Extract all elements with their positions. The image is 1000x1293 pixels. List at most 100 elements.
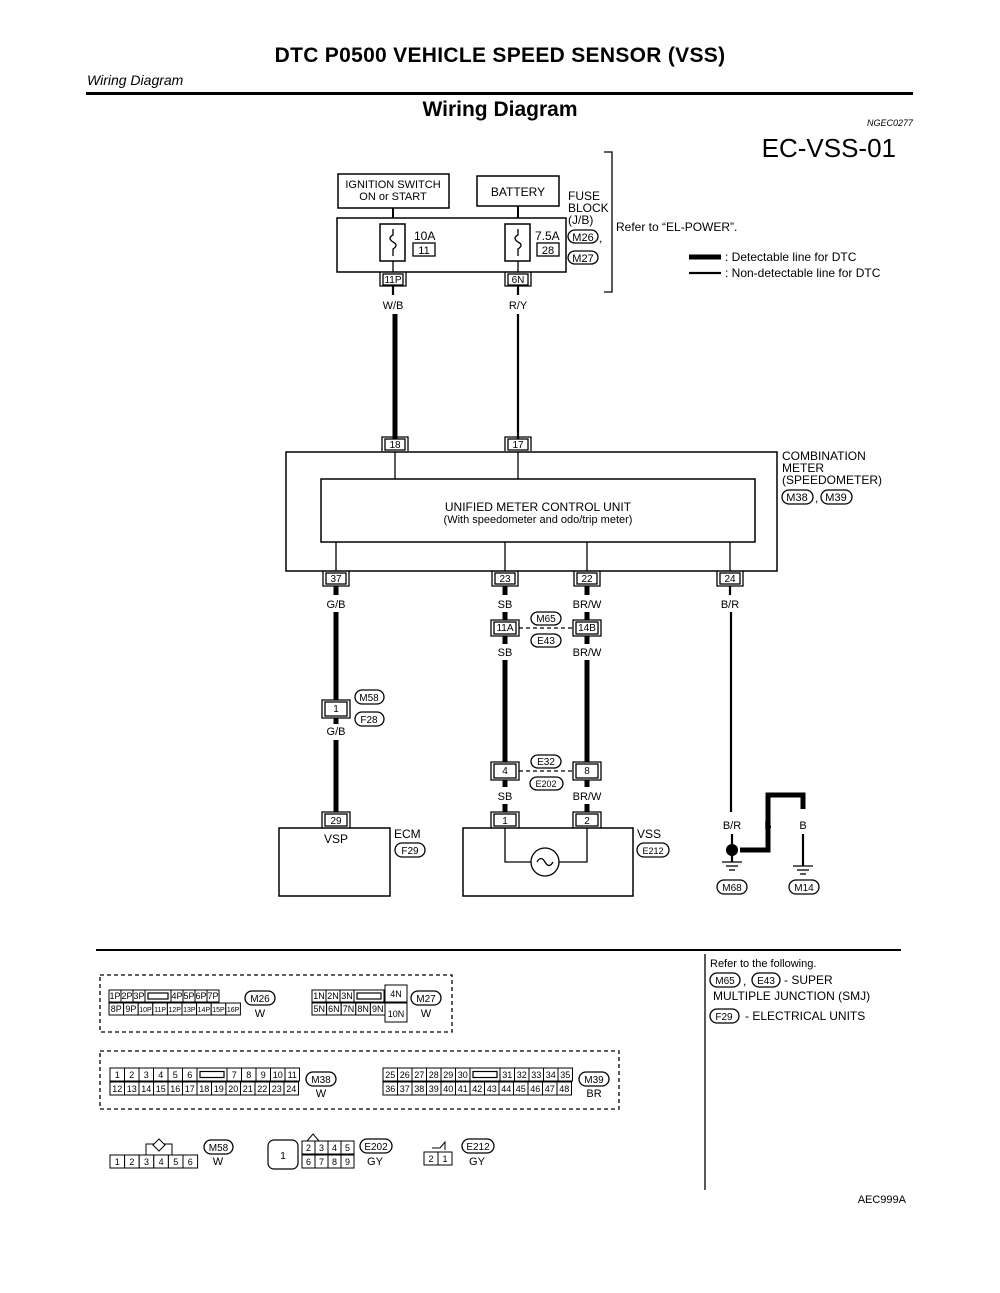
connector-m27-row2-pin: 9N (372, 1004, 384, 1014)
junction-e202-label: E202 (535, 779, 556, 789)
connector-m26-row1-pin: 2P (121, 991, 132, 1001)
legend-detectable: : Detectable line for DTC (725, 250, 857, 264)
connector-m58-pin: 6 (188, 1157, 193, 1167)
battery-label: BATTERY (491, 185, 545, 199)
connector-m39-row2-pin: 45 (516, 1084, 526, 1094)
connector-e202-color: GY (367, 1156, 384, 1168)
refer-f29-label: F29 (715, 1012, 733, 1023)
connector-m58-color: W (213, 1156, 224, 1168)
connector-m38-row2-pin: 22 (257, 1084, 267, 1094)
connector-m58-cell (182, 1154, 199, 1169)
connector-m39-row2-pin: 39 (429, 1084, 439, 1094)
connector-e212-label: E212 (466, 1142, 490, 1153)
connector-badge-m39 (820, 489, 853, 505)
pin-1-label: 1 (333, 704, 339, 715)
connector-m39-row1-pin: 33 (531, 1070, 541, 1080)
connector-m38-row2-pin: 16 (170, 1084, 180, 1094)
connector-m26-row2-pin: 11P (154, 1007, 166, 1014)
connector-m38-row2-pin: 17 (185, 1084, 195, 1094)
connector-latch (147, 992, 169, 1000)
connector-frame-m26-m27 (99, 974, 453, 1033)
connector-m38-row1-pin: 7 (232, 1070, 237, 1080)
ecm: 29 VSP (278, 811, 391, 897)
diagram-title: Wiring Diagram (422, 98, 578, 121)
reference-code: NGEC0277 (866, 118, 913, 128)
connector-m26-row2-pin: 15P (212, 1007, 225, 1014)
pin-8-label: 8 (584, 766, 590, 777)
fuse2-number: 28 (542, 245, 554, 257)
connector-m27-label: M27 (416, 994, 436, 1005)
ecm-vsp-label: VSP (324, 832, 348, 846)
page-title: DTC P0500 VEHICLE SPEED SENSOR (VSS) (274, 44, 726, 67)
connector-m58-pin: 4 (159, 1157, 164, 1167)
connector-badge-m27 (567, 250, 599, 265)
connector-e202-row1-pin: 4 (332, 1143, 337, 1153)
power-bracket (604, 151, 613, 293)
meter-name-1: COMBINATION (782, 449, 866, 463)
connector-m26-row1-pin: 3P (133, 991, 144, 1001)
connector-m27-badge (410, 990, 442, 1006)
connector-e212-badge (461, 1138, 495, 1154)
connector-m27-pin: 4N (390, 989, 402, 999)
connector-m26-row2-pin: 14P (198, 1007, 211, 1014)
combination-meter: UNIFIED METER CONTROL UNIT (With speedom… (285, 451, 778, 572)
connector-m39-row2-pin: 42 (472, 1084, 482, 1094)
unified-meter-title: UNIFIED METER CONTROL UNIT (445, 500, 632, 514)
connector-m38-row2-pin: 18 (199, 1084, 209, 1094)
connector-e202-row2-pin: 9 (345, 1157, 350, 1167)
connector-m39-color: BR (586, 1088, 601, 1100)
refer-notes: Refer to the following. M65 , E43 - SUPE… (709, 958, 870, 1024)
connector-m38-row2-pin: 20 (228, 1084, 238, 1094)
pin-22-label: 22 (581, 574, 593, 585)
connector-m39-row2-pin: 36 (385, 1084, 395, 1094)
connector-m27-row2-pin: 5N (314, 1004, 326, 1014)
connector-badge-f29 (394, 842, 426, 858)
wire-color-brw: BR/W (573, 599, 602, 611)
connector-m38-row1-pin: 2 (129, 1070, 134, 1080)
refer-electrical-units: - ELECTRICAL UNITS (745, 1009, 865, 1023)
image-code: AEC999A (858, 1194, 907, 1206)
connector-separator: , (599, 231, 602, 245)
connector-e212-pin: 2 (428, 1154, 433, 1164)
connector-m58-pin: 5 (173, 1157, 178, 1167)
diagram-code: EC-VSS-01 (761, 133, 896, 163)
vss-name: VSS (637, 827, 661, 841)
connector-m38-row2-pin: 19 (214, 1084, 224, 1094)
connector-m26-row2-pin: 10P (139, 1007, 152, 1014)
connector-m27-row2-pin: 7N (343, 1004, 355, 1014)
connector-m38-row1-pin: 8 (246, 1070, 251, 1080)
junction-m65-label: M65 (536, 614, 556, 625)
connector-m27-color: W (421, 1008, 432, 1020)
wire-color-sb: SB (498, 791, 513, 803)
pin-23: 23 (491, 571, 519, 587)
connector-m26-row2-pin: 16P (227, 1007, 240, 1014)
connector-m58-key-icon (152, 1138, 166, 1152)
connector-badge-e212 (636, 842, 670, 858)
connector-m39-badge (578, 1071, 610, 1087)
connector-m38-row2-pin: 12 (112, 1084, 122, 1094)
connector-m26-row1-pin: 5P (183, 991, 194, 1001)
pin-14b-label: 14B (578, 623, 596, 634)
wire-color-brw: BR/W (573, 791, 602, 803)
vss: 1 2 (462, 811, 634, 897)
connector-m26-row1-cell (206, 989, 220, 1003)
wire-color-wb: W/B (383, 300, 404, 312)
connector-m27-row2-pin: 8N (357, 1004, 369, 1014)
junction-e32-label: E32 (537, 757, 555, 768)
connector-m26-row2-pin: 13P (183, 1007, 196, 1014)
connector-e202-row2-pin: 6 (306, 1157, 311, 1167)
ground-m14-label: M14 (794, 883, 814, 894)
connector-m38-row1-cell (196, 1067, 228, 1082)
connector-m58-pin: 1 (115, 1157, 120, 1167)
pin-6n: 6N (504, 272, 532, 287)
connector-m26-row1-pin: 7P (207, 991, 218, 1001)
connector-m39-row1-pin: 34 (546, 1070, 556, 1080)
connector-m26-row1-pin: 1P (109, 991, 120, 1001)
pin-11p-label: 11P (384, 275, 401, 286)
connector-m38-row2-pin: 13 (127, 1084, 137, 1094)
connector-m27-row1-pin: 2N (327, 991, 339, 1001)
vss-connector-label: E212 (642, 846, 663, 856)
ground-m68: B/R B M68 (716, 792, 806, 895)
connector-m39-row1-pin: 25 (385, 1070, 395, 1080)
ground-m68-label: M68 (722, 883, 742, 894)
